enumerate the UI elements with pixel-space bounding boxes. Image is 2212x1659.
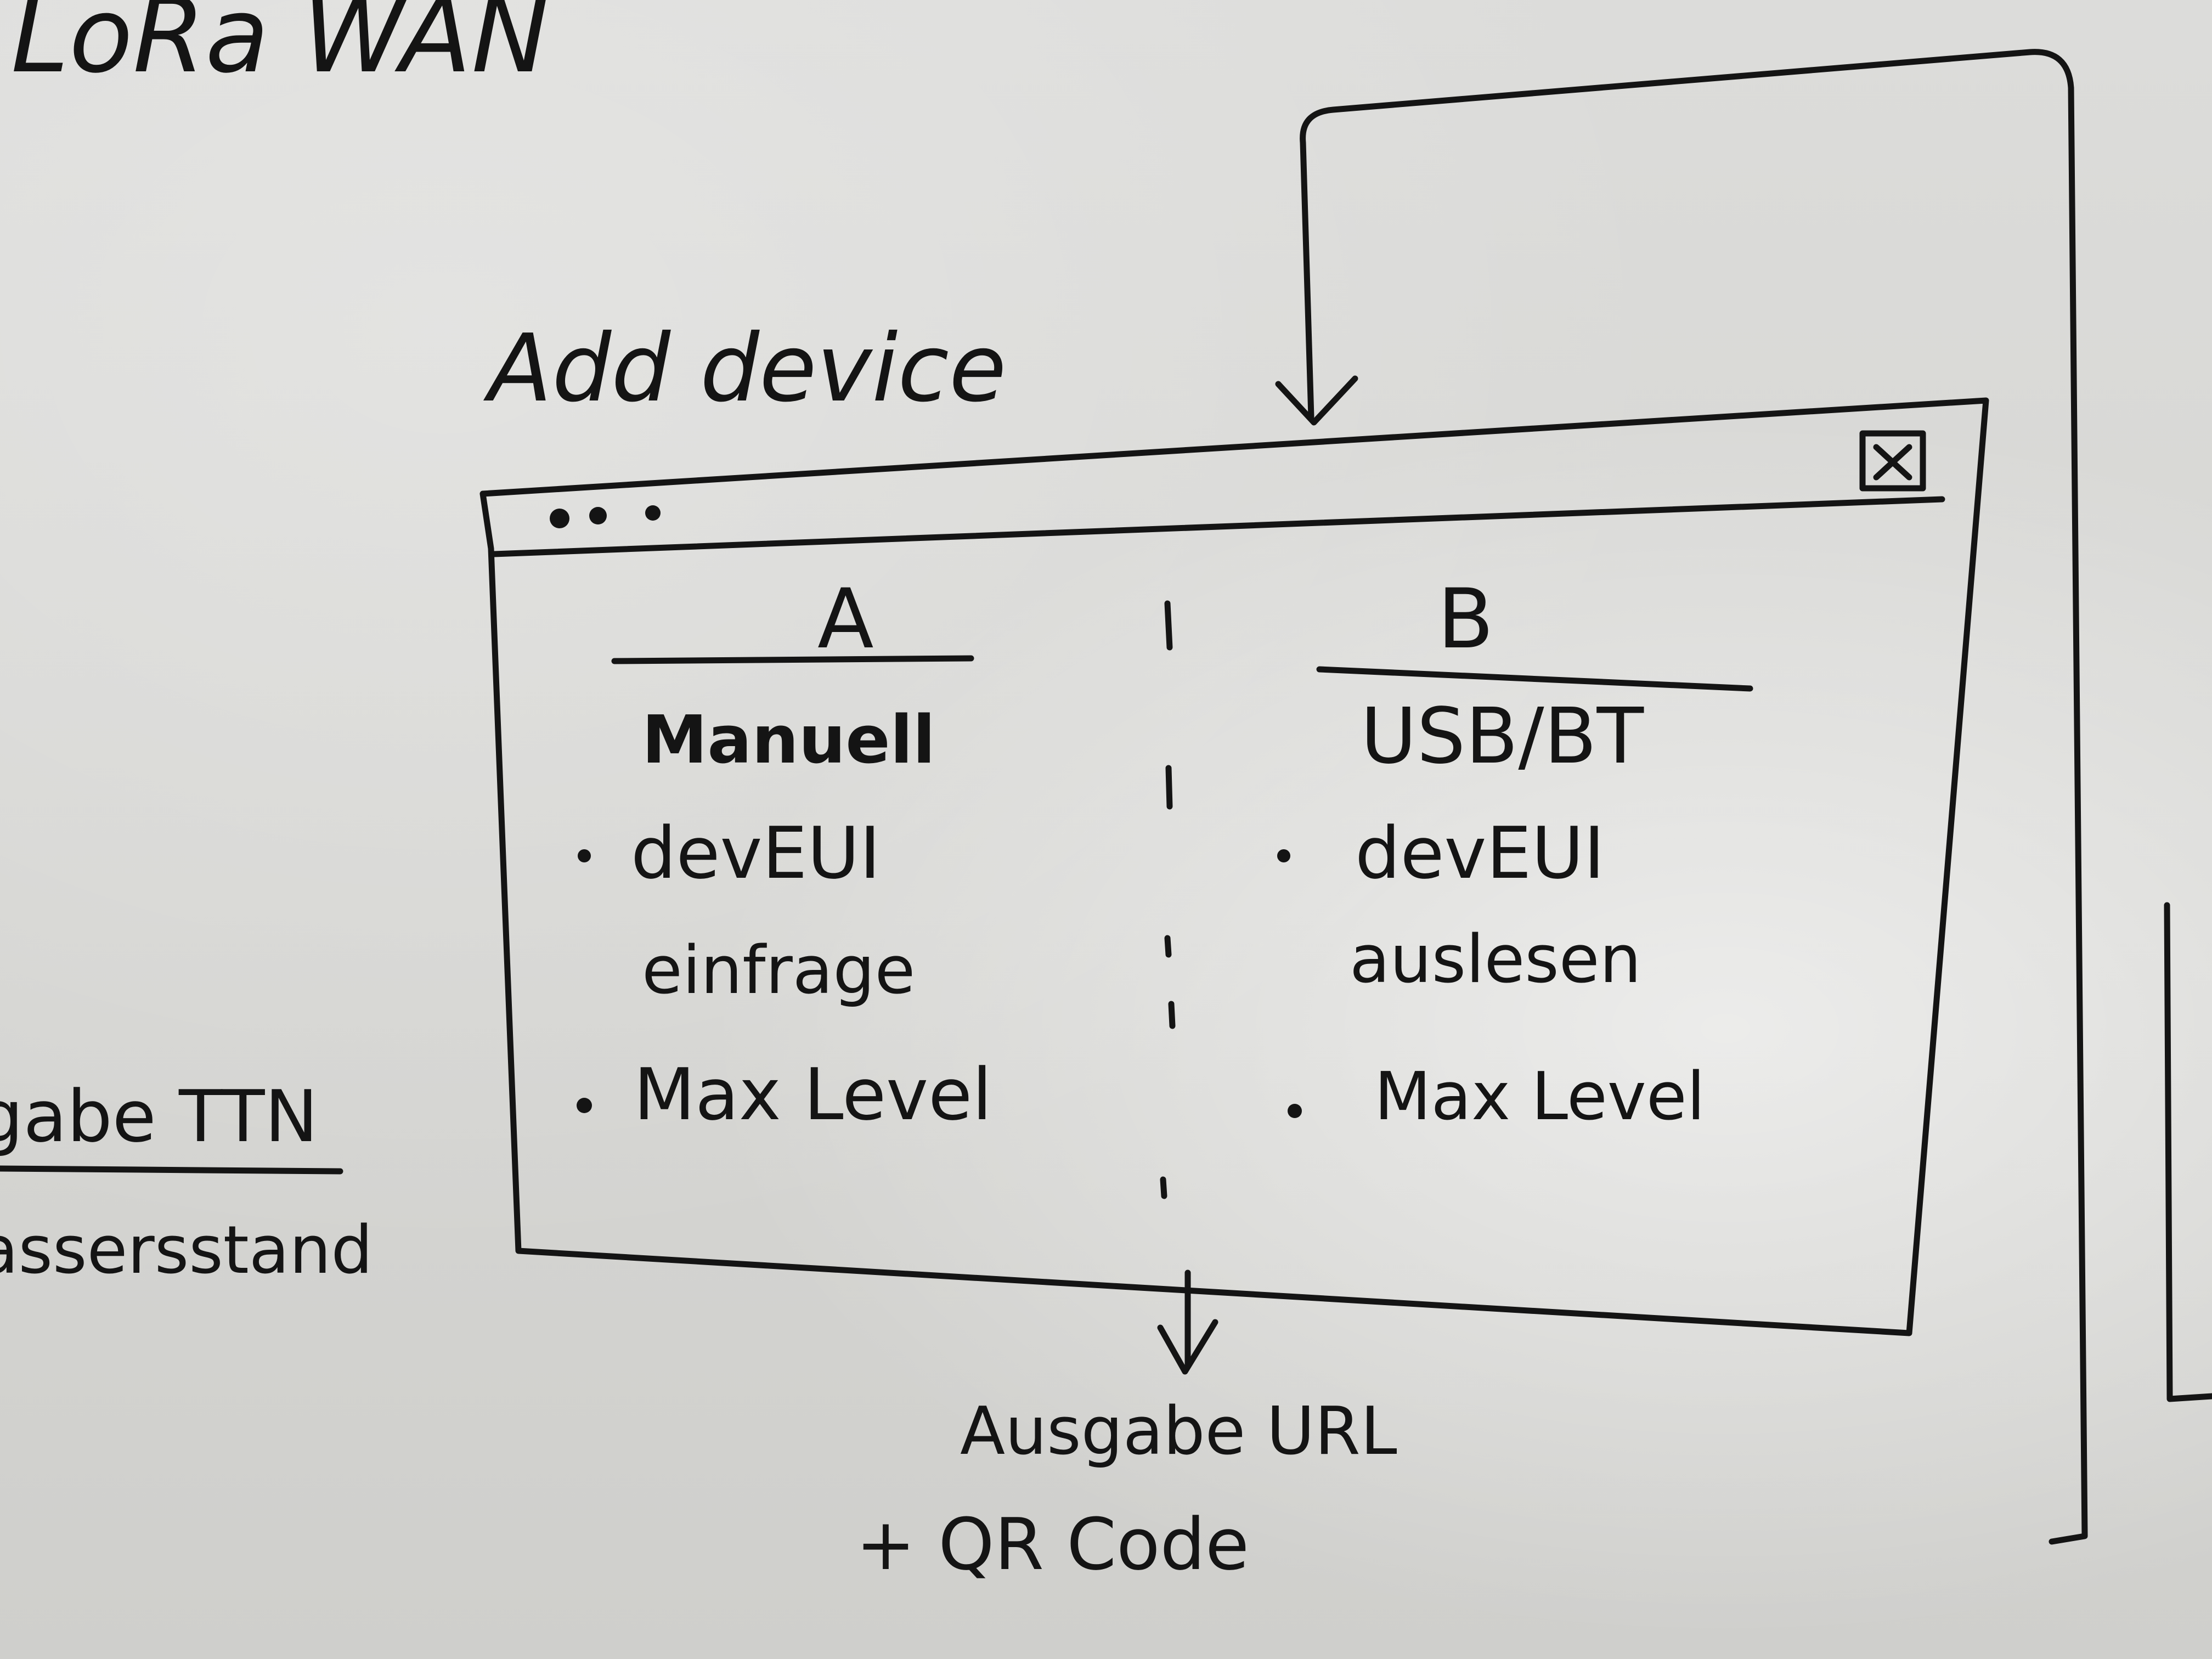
bullet-icon <box>1277 849 1290 862</box>
panel-a-subheading: Manuell <box>642 702 935 778</box>
left-margin-line-1: gabe TTN <box>0 1075 318 1158</box>
panel-a-item-deveui: devEUI <box>631 811 881 895</box>
panel-b-item-deveui: devEUI <box>1355 811 1605 895</box>
bullet-icon <box>577 1098 592 1113</box>
panel-a-heading: A <box>817 572 874 667</box>
panel-b-heading: B <box>1437 572 1494 667</box>
close-button[interactable] <box>1859 430 1926 492</box>
left-margin-line-2: assersstand <box>0 1212 373 1289</box>
panel-a-item-maxlevel: Max Level <box>634 1053 992 1136</box>
top-left-title: LoRa WAN <box>11 0 549 96</box>
right-edge-box <box>2164 902 2212 1402</box>
panel-a-item-einfrage: einfrage <box>642 933 915 1009</box>
bullet-icon <box>1288 1104 1302 1118</box>
panel-a-underline <box>611 655 974 664</box>
left-margin-underline <box>0 1165 343 1175</box>
loop-arrow-head <box>1275 375 1358 426</box>
panel-b-item-auslesen: auslesen <box>1350 922 1641 998</box>
panel-b-item-maxlevel: Max Level <box>1374 1059 1705 1135</box>
down-arrow <box>1157 1269 1218 1375</box>
output-line-1: Ausgabe URL <box>960 1393 1397 1470</box>
panel-b-underline <box>1316 666 1753 692</box>
dialog-titlebar-divider <box>490 496 1945 557</box>
dot-icon[interactable] <box>550 509 569 528</box>
dot-icon[interactable] <box>645 505 661 521</box>
dot-icon[interactable] <box>589 507 607 524</box>
loop-arrow-line <box>1300 49 2088 1545</box>
output-line-2: + QR Code <box>856 1503 1249 1586</box>
column-divider <box>1160 600 1176 1199</box>
window-title: Add device <box>483 314 1007 423</box>
bullet-icon <box>578 849 591 862</box>
dialog-window-frame <box>479 397 1989 1336</box>
panel-b-subheading: USB/BT <box>1361 692 1644 781</box>
